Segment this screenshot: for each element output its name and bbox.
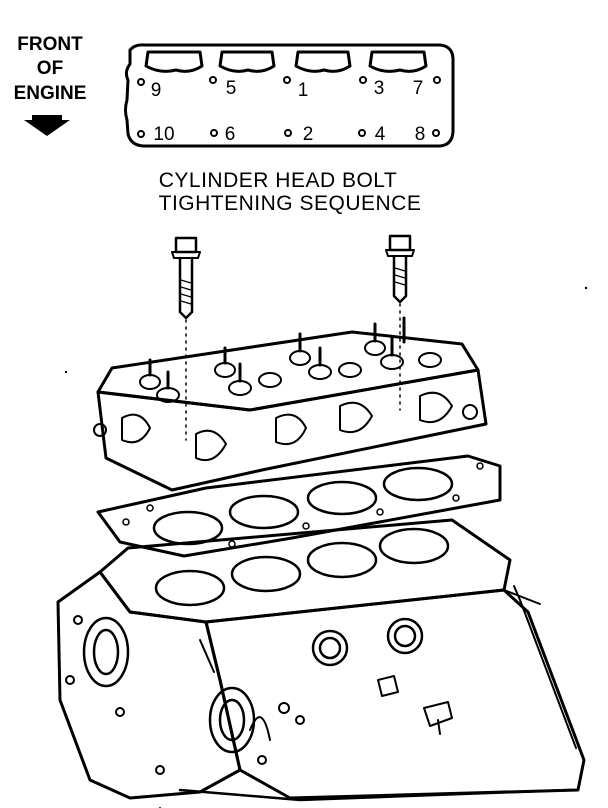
bolt-number-2: 2 (303, 124, 314, 145)
bolt-number-5: 5 (226, 78, 237, 99)
bolt-number-10: 10 (153, 124, 174, 145)
front-label-line-1: FRONT (17, 34, 83, 55)
bolt-sequence-numbers: 9 5 1 3 7 10 6 2 4 8 (151, 78, 426, 145)
print-specks (64, 286, 588, 808)
bolt-number-4: 4 (375, 124, 386, 145)
bolt-number-6: 6 (225, 124, 236, 145)
bolt-number-9: 9 (151, 80, 162, 101)
engine-block (56, 518, 586, 802)
caption-line-1: CYLINDER HEAD BOLT (159, 169, 398, 192)
caption-line-2: TIGHTENING SEQUENCE (159, 192, 422, 215)
bolt-number-8: 8 (415, 124, 426, 145)
bolt-number-7: 7 (413, 78, 424, 99)
head-gasket-outline (124, 43, 455, 148)
front-of-engine-label: FRONT OF ENGINE (14, 34, 87, 104)
cylinder-head (93, 316, 488, 492)
bolt-icon (171, 234, 415, 441)
head-gasket (96, 454, 502, 558)
arrow-down-icon (24, 115, 70, 136)
bolt-number-1: 1 (298, 80, 309, 101)
front-label-line-2: OF (37, 58, 63, 79)
bolt-number-3: 3 (374, 78, 385, 99)
diagram-caption: CYLINDER HEAD BOLT TIGHTENING SEQUENCE (159, 169, 422, 215)
front-label-line-3: ENGINE (14, 83, 87, 104)
